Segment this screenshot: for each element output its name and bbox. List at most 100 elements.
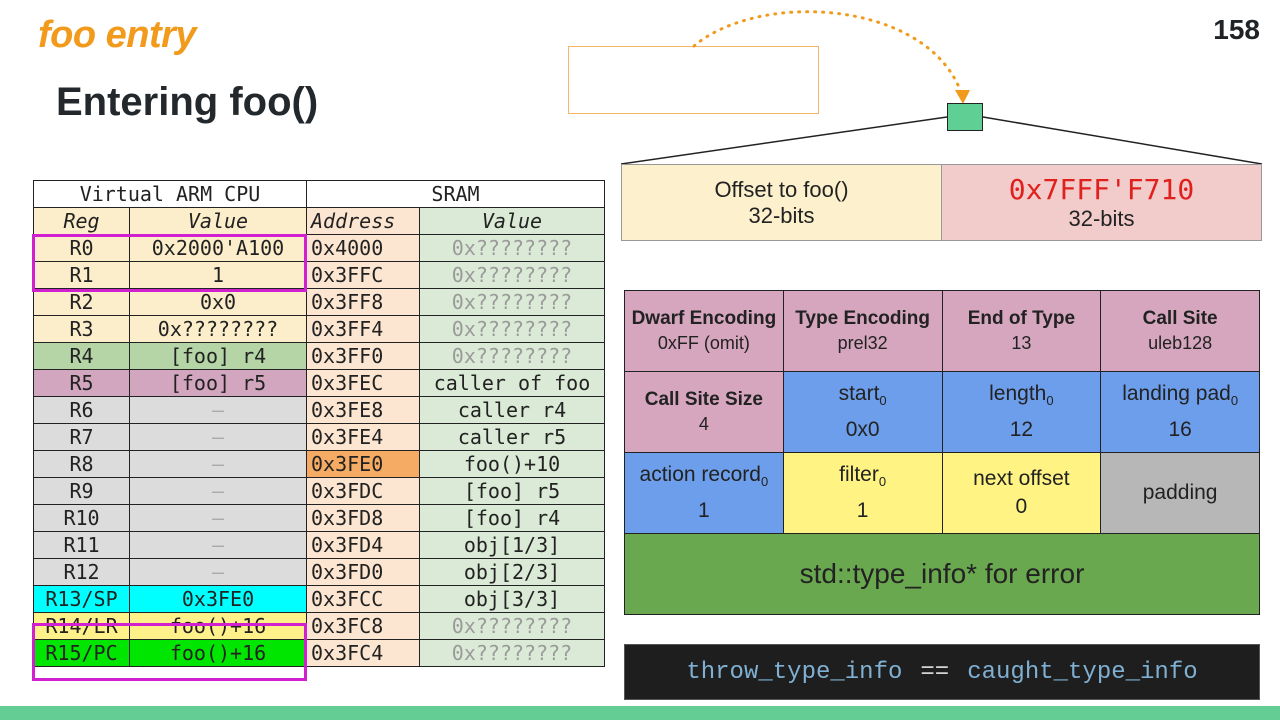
reg-value: foo()+16 xyxy=(129,612,307,640)
cell-value: 4 xyxy=(698,414,709,434)
table-row: R2 0x0 0x3FF8 0x???????? xyxy=(33,288,605,316)
reg-value: – xyxy=(129,423,307,451)
cell-value: 16 xyxy=(1168,417,1192,441)
sram-address: 0x3FE8 xyxy=(306,396,420,424)
code-rhs: caught_type_info xyxy=(967,658,1198,686)
cell-label: next offset xyxy=(973,467,1070,490)
cell-label: Dwarf Encoding xyxy=(631,308,777,329)
cell-label: start xyxy=(838,382,880,406)
sram-address: 0x3FD0 xyxy=(306,558,420,586)
sram-address: 0x3FE4 xyxy=(306,423,420,451)
reg-value: – xyxy=(129,477,307,505)
sram-value: 0x???????? xyxy=(419,342,605,370)
reg-name: R0 xyxy=(33,234,130,262)
cell-label-wrap: filter0 xyxy=(839,461,886,496)
sram-address: 0x3FFC xyxy=(306,261,420,289)
reg-name: R6 xyxy=(33,396,130,424)
end-of-type-cell: End of Type 13 xyxy=(941,291,1101,371)
reg-name: R14/LR xyxy=(33,612,130,640)
cell-value: 13 xyxy=(1011,333,1032,353)
reg-name: R2 xyxy=(33,288,130,316)
offset-cell: Offset to foo() 32-bits xyxy=(622,165,942,240)
sram-value: foo()+10 xyxy=(419,450,605,478)
cell-label: landing pad xyxy=(1122,382,1231,406)
table-row: R7 – 0x3FE4 caller r5 xyxy=(33,423,605,451)
entry-hex-value: 0x7FFF'F710 xyxy=(1008,173,1195,206)
cell-label-wrap: start0 xyxy=(839,380,887,415)
reg-name: R11 xyxy=(33,531,130,559)
lsda-header-row: Dwarf Encoding 0xFF (omit) Type Encoding… xyxy=(625,291,1259,371)
reg-name: R12 xyxy=(33,558,130,586)
cell-value: 12 xyxy=(1009,417,1034,441)
reg-name: R9 xyxy=(33,477,130,505)
reg-name: R10 xyxy=(33,504,130,532)
table-row: R13/SP 0x3FE0 0x3FCC obj[3/3] xyxy=(33,585,605,613)
offset-label: Offset to foo() xyxy=(714,176,849,202)
cell-subscript: 0 xyxy=(1230,393,1239,409)
cell-subscript: 0 xyxy=(760,474,769,490)
call-site-cell: Call Site uleb128 xyxy=(1100,291,1259,371)
call-site-size-cell: Call Site Size 4 xyxy=(625,372,783,452)
reg-name: R4 xyxy=(33,342,130,370)
cpu-sram-table: Virtual ARM CPU SRAM Reg Value Address V… xyxy=(33,180,605,667)
col-reg: Reg xyxy=(33,207,130,235)
code-operator: == xyxy=(920,658,950,686)
cell-subscript: 0 xyxy=(879,393,887,409)
cell-label-wrap: length0 xyxy=(989,380,1053,415)
action-record-cell: action record0 1 xyxy=(625,453,783,533)
reg-name: R1 xyxy=(33,261,130,289)
sram-value: 0x???????? xyxy=(419,315,605,343)
table-entry: Offset to foo() 32-bits 0x7FFF'F710 32-b… xyxy=(621,164,1262,241)
table-row: R10 – 0x3FD8 [foo] r4 xyxy=(33,504,605,532)
sram-address: 0x3FEC xyxy=(306,369,420,397)
cell-label-wrap: action record0 xyxy=(640,461,769,496)
cell-label: Call Site xyxy=(1142,308,1218,329)
cpu-header: Virtual ARM CPU xyxy=(33,180,307,208)
start-cell: start0 0x0 xyxy=(782,372,942,452)
sram-value: caller r5 xyxy=(419,423,605,451)
sram-value: 0x???????? xyxy=(419,234,605,262)
next-offset-cell: next offset 0 xyxy=(941,453,1101,533)
code-comparison: throw_type_info == caught_type_info xyxy=(624,644,1260,700)
table-row: R14/LR foo()+16 0x3FC8 0x???????? xyxy=(33,612,605,640)
cell-label-wrap: landing pad0 xyxy=(1122,380,1238,415)
lsda-call-site-row: Call Site Size 4 start0 0x0 length0 12 l… xyxy=(625,371,1259,452)
sram-address-highlighted: 0x3FE0 xyxy=(306,450,420,478)
reg-value: [foo] r4 xyxy=(129,342,307,370)
dwarf-encoding-cell: Dwarf Encoding 0xFF (omit) xyxy=(625,291,783,371)
reg-name: R8 xyxy=(33,450,130,478)
table-row: R4 [foo] r4 0x3FF0 0x???????? xyxy=(33,342,605,370)
sram-address: 0x3FDC xyxy=(306,477,420,505)
sram-header: SRAM xyxy=(306,180,605,208)
table-row: R6 – 0x3FE8 caller r4 xyxy=(33,396,605,424)
table-row: R9 – 0x3FDC [foo] r5 xyxy=(33,477,605,505)
length-cell: length0 12 xyxy=(941,372,1101,452)
sram-value: [foo] r5 xyxy=(419,477,605,505)
arrow-head-icon xyxy=(955,90,970,104)
table-row: R8 – 0x3FE0 foo()+10 xyxy=(33,450,605,478)
reg-value: – xyxy=(129,450,307,478)
cell-label: filter xyxy=(839,463,879,487)
cell-value: 0xFF (omit) xyxy=(657,333,750,353)
table-row: R1 1 0x3FFC 0x???????? xyxy=(33,261,605,289)
entry-marker xyxy=(947,103,983,131)
value-cell: 0x7FFF'F710 32-bits xyxy=(942,165,1261,240)
bottom-accent-bar xyxy=(0,706,1280,720)
page-number: 158 xyxy=(1213,14,1260,45)
sram-address: 0x3FF4 xyxy=(306,315,420,343)
col-address: Address xyxy=(306,207,420,235)
sram-address: 0x3FD4 xyxy=(306,531,420,559)
sram-value: [foo] r4 xyxy=(419,504,605,532)
reg-name: R3 xyxy=(33,315,130,343)
zoom-line-right xyxy=(982,116,1263,165)
sram-value: 0x???????? xyxy=(419,261,605,289)
cell-label: action record xyxy=(639,463,761,487)
reg-name: R13/SP xyxy=(33,585,130,613)
reg-value: 0x3FE0 xyxy=(129,585,307,613)
cell-value: 0 xyxy=(1015,495,1028,518)
reg-name: R7 xyxy=(33,423,130,451)
cell-label: Type Encoding xyxy=(795,308,930,329)
cell-label: padding xyxy=(1142,481,1218,504)
table-row: R3 0x???????? 0x3FF4 0x???????? xyxy=(33,315,605,343)
sram-value: obj[2/3] xyxy=(419,558,605,586)
